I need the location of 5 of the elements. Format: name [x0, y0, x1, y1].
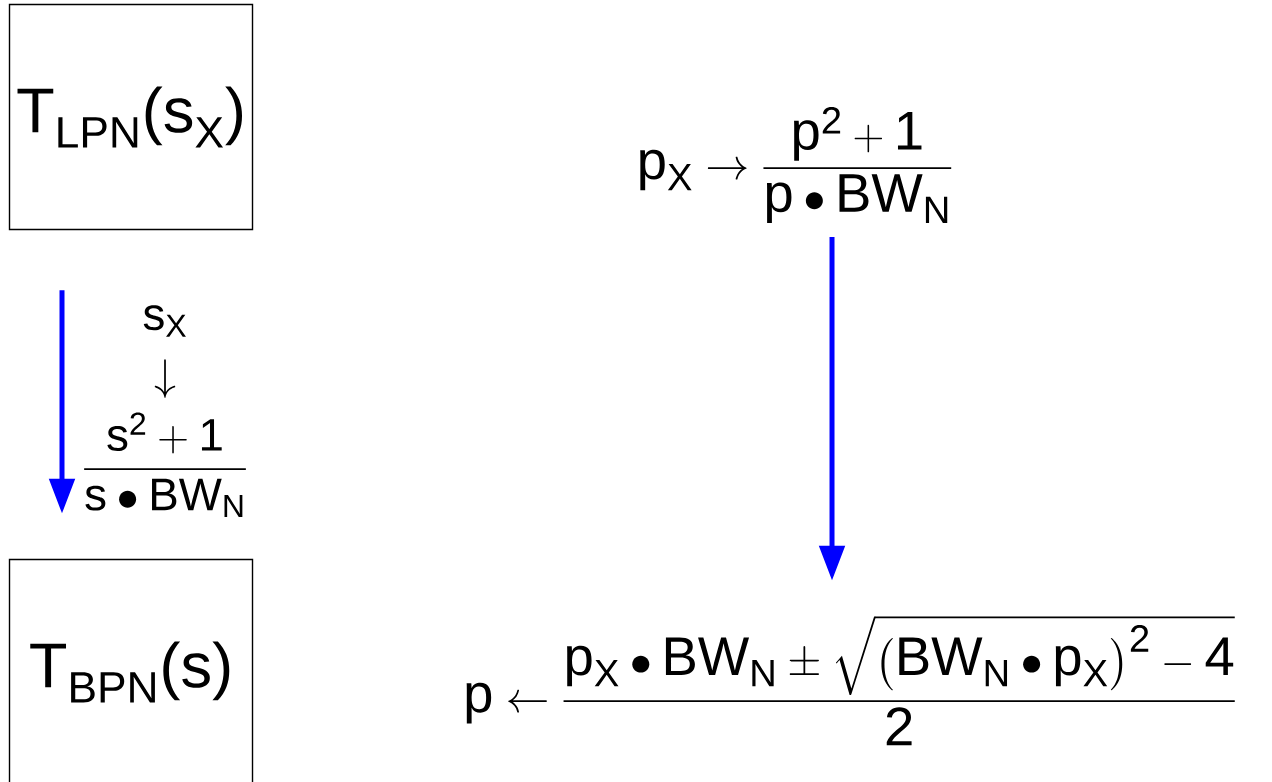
function-box: T$_{LPN}$(s$_{X}$)	[8, 3, 254, 231]
function-box: T$_{BPN}$(s)	[8, 558, 254, 782]
formula: $\mathsf{p}_{\mathsf{X}} \rightarrow \frac{\mathsf{p}^{\mathsf{2}}+\mathsf{1}}{\mathsf{p}\bullet\mathsf{BW}_{\mathsf{N}}}$	[640, 107, 952, 223]
formula: $\begin{array}{c}\mathsf{s}_{\mathsf{X}}\\[4pt] \downarrow\\[4pt] \dfrac{\mathsf{s}^{\mathsf{2}}+\mathsf{1}}{\mathsf{s}\bullet\mathsf{BW}_{\mathsf{N}}}\end{array}$	[84, 305, 246, 518]
formula: $\mathsf{p} \leftarrow \frac{\mathsf{p}_{\mathsf{X}}\bullet\mathsf{BW}_{\mathsf{N}} \pm \sqrt{\left(\mathsf{BW}_{\mathsf{N}}\bullet\mathsf{p}_{\mathsf{X}}\right)^{\mathsf{2}} - \mathsf{4}}}{\mathsf{2}}$	[466, 616, 1235, 746]
